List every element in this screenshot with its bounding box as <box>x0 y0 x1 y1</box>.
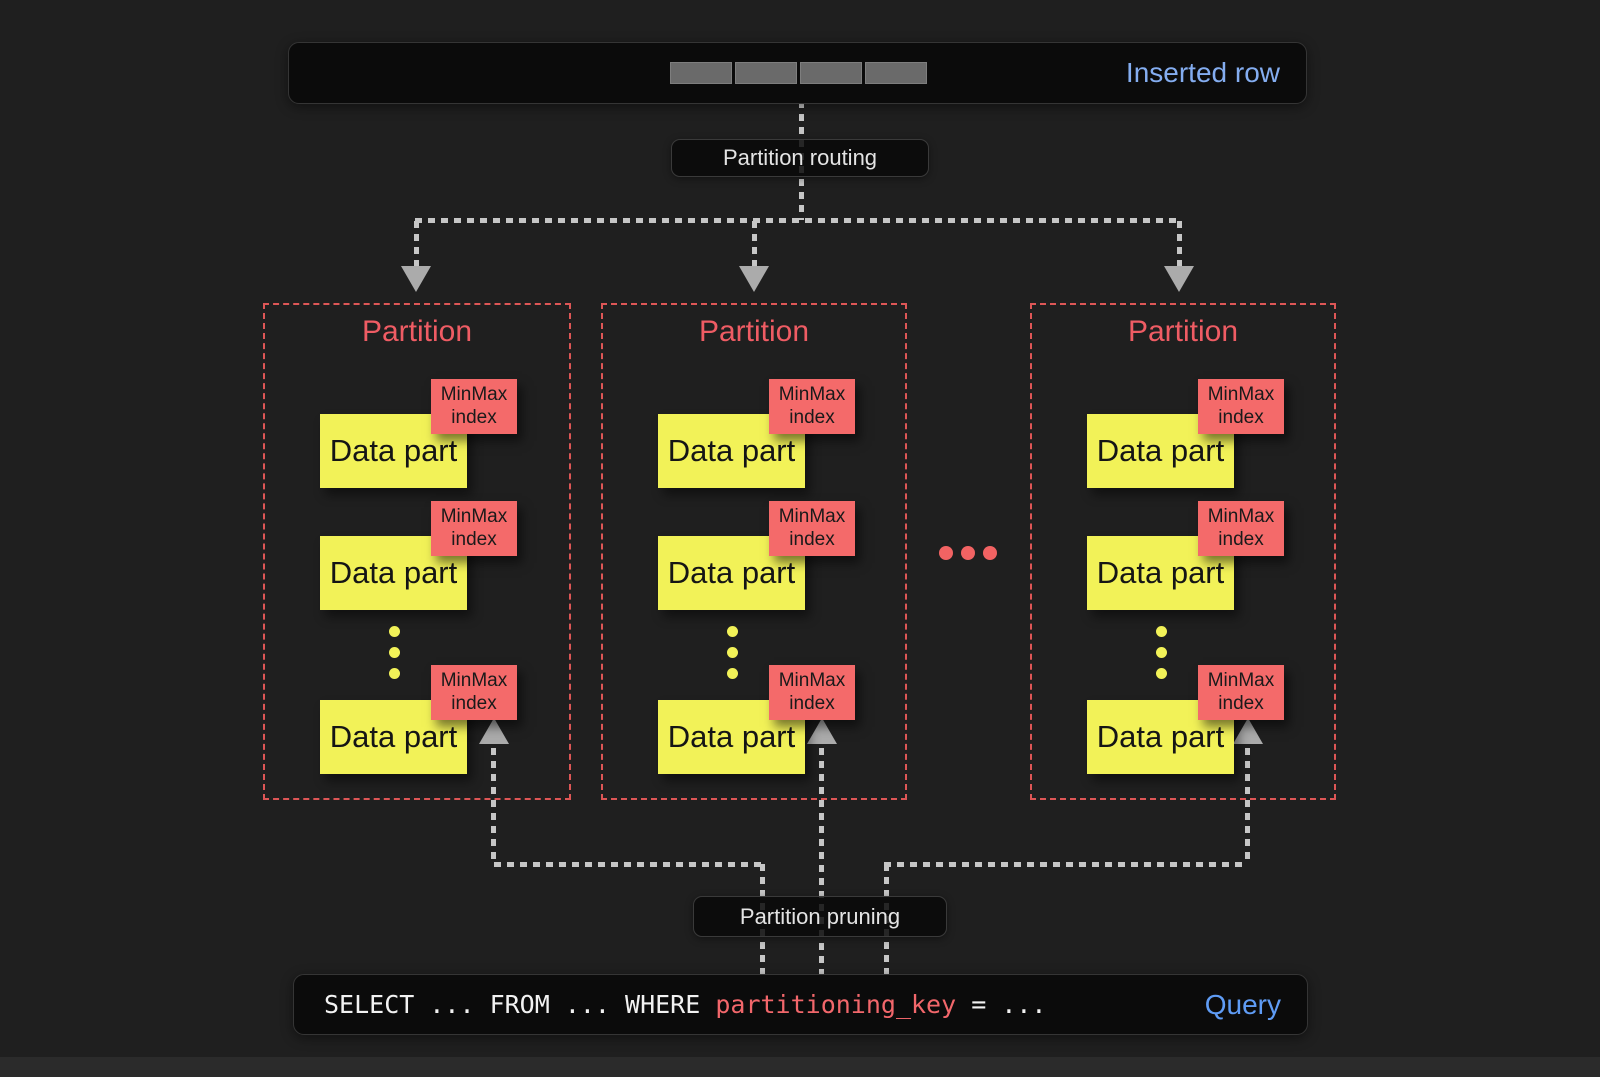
partition-pruning-label-text: Partition pruning <box>739 903 901 929</box>
pruning-branch-line-left <box>494 862 766 867</box>
row-cell <box>865 62 927 84</box>
minmax-index-badge: MinMax index <box>1198 379 1284 434</box>
minmax-index-badge: MinMax index <box>1198 501 1284 556</box>
arrow-down-icon <box>739 266 769 292</box>
row-cell <box>800 62 862 84</box>
inserted-row-cells <box>670 62 927 84</box>
arrow-up-icon <box>479 718 509 744</box>
query-title: Query <box>1204 988 1281 1020</box>
more-parts-ellipsis <box>1156 626 1167 679</box>
minmax-line2: index <box>451 692 497 714</box>
minmax-line2: index <box>789 528 835 550</box>
minmax-line2: index <box>451 528 497 550</box>
data-part-label: Data part <box>1096 555 1225 590</box>
minmax-index-badge: MinMax index <box>431 379 517 434</box>
query-panel: SELECT ... FROM ... WHERE partitioning_k… <box>293 974 1308 1035</box>
minmax-index-badge: MinMax index <box>769 501 855 556</box>
minmax-line1: MinMax <box>440 383 508 405</box>
arrow-down-icon <box>401 266 431 292</box>
routing-arrow-shaft-middle <box>752 221 757 267</box>
data-part-box: Data part <box>1087 414 1234 488</box>
query-suffix: = ... <box>956 990 1047 1019</box>
data-part-label: Data part <box>667 555 796 590</box>
data-part-label: Data part <box>667 719 796 754</box>
minmax-index-badge: MinMax index <box>431 501 517 556</box>
query-prefix: SELECT ... FROM ... WHERE <box>324 990 716 1019</box>
row-cell <box>735 62 797 84</box>
query-partitioning-key: partitioning_key <box>715 990 957 1019</box>
inserted-row-panel: Inserted row <box>288 42 1307 104</box>
data-part-label: Data part <box>329 555 458 590</box>
query-sql-text: SELECT ... FROM ... WHERE partitioning_k… <box>324 975 1046 1034</box>
minmax-index-badge: MinMax index <box>431 665 517 720</box>
data-part-label: Data part <box>1096 433 1225 468</box>
partition-title: Partition <box>698 315 810 348</box>
partition-pruning-label: Partition pruning <box>693 896 947 937</box>
routing-arrow-shaft-left <box>414 221 419 267</box>
minmax-line1: MinMax <box>778 383 846 405</box>
pruning-arrow-shaft-middle <box>819 748 824 974</box>
data-part-label: Data part <box>667 433 796 468</box>
arrow-up-icon <box>807 718 837 744</box>
data-part-box: Data part <box>320 700 467 774</box>
partition-routing-label: Partition routing <box>671 139 929 177</box>
bottom-strip <box>0 1057 1600 1077</box>
routing-connector-branch-line <box>415 218 1181 223</box>
minmax-line2: index <box>451 406 497 428</box>
pruning-arrow-shaft-right <box>1245 748 1250 864</box>
minmax-line2: index <box>1218 528 1264 550</box>
minmax-line1: MinMax <box>440 505 508 527</box>
minmax-line2: index <box>789 406 835 428</box>
more-parts-ellipsis <box>389 626 400 679</box>
pruning-branch-line-right <box>884 862 1248 867</box>
data-part-label: Data part <box>329 433 458 468</box>
arrow-down-icon <box>1164 266 1194 292</box>
more-parts-ellipsis <box>727 626 738 679</box>
routing-arrow-shaft-right <box>1177 221 1182 267</box>
arrow-up-icon <box>1233 718 1263 744</box>
pruning-arrow-shaft-left <box>491 748 496 864</box>
minmax-line2: index <box>1218 406 1264 428</box>
partition-title: Partition <box>1127 315 1239 348</box>
inserted-row-title: Inserted row <box>1125 57 1280 88</box>
row-cell <box>670 62 732 84</box>
partition-routing-label-text: Partition routing <box>722 145 878 170</box>
data-part-label: Data part <box>329 719 458 754</box>
partitions-ellipsis <box>939 546 997 560</box>
minmax-line1: MinMax <box>1207 669 1275 691</box>
minmax-line2: index <box>789 692 835 714</box>
minmax-index-badge: MinMax index <box>1198 665 1284 720</box>
partition-box-3: Partition MinMax index Data part MinMax … <box>1030 303 1336 800</box>
data-part-label: Data part <box>1096 719 1225 754</box>
partition-box-2: Partition MinMax index Data part MinMax … <box>601 303 907 800</box>
minmax-line1: MinMax <box>778 669 846 691</box>
minmax-line1: MinMax <box>1207 505 1275 527</box>
partition-box-1: Partition MinMax index Data part MinMax … <box>263 303 571 800</box>
minmax-index-badge: MinMax index <box>769 379 855 434</box>
minmax-line2: index <box>1218 692 1264 714</box>
partition-title: Partition <box>361 315 473 348</box>
minmax-line1: MinMax <box>778 505 846 527</box>
minmax-line1: MinMax <box>440 669 508 691</box>
minmax-line1: MinMax <box>1207 383 1275 405</box>
minmax-index-badge: MinMax index <box>769 665 855 720</box>
